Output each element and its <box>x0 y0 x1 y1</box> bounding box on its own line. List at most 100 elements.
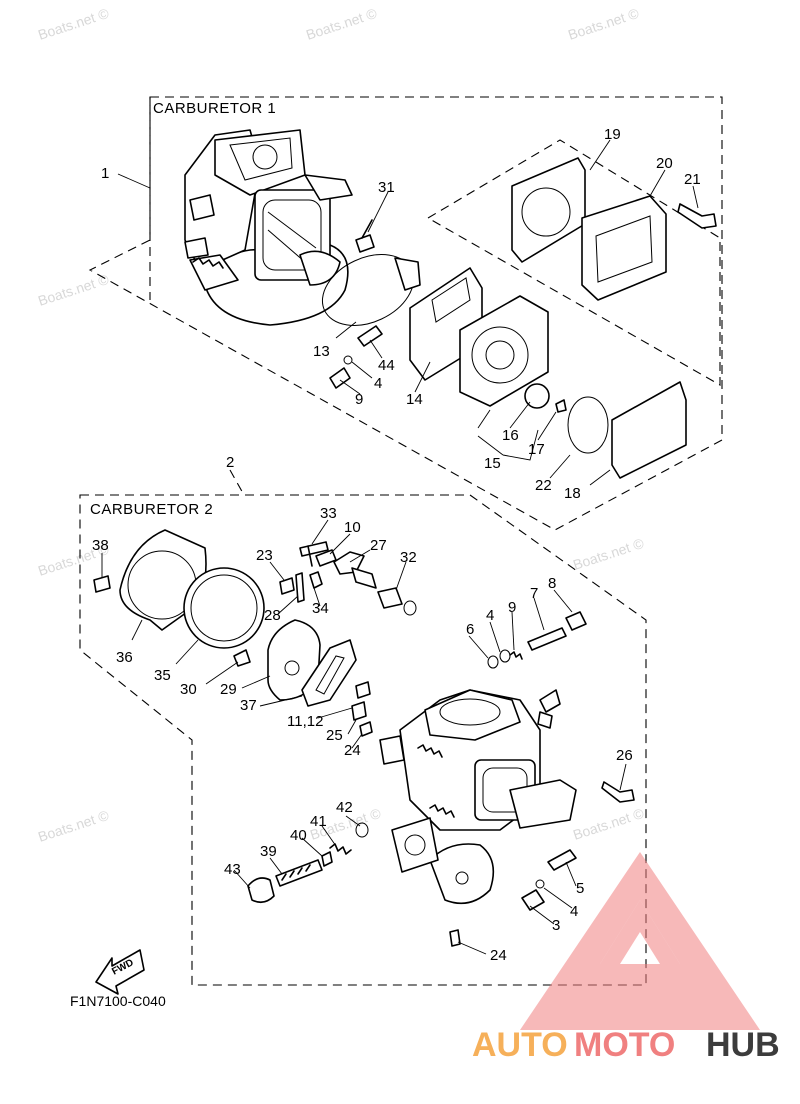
fwd-arrow-icon: FWD <box>95 949 145 995</box>
callout-4: 4 <box>486 607 494 624</box>
watermark: Boats.net © <box>36 271 111 309</box>
screw-31 <box>355 234 375 253</box>
valve-17 <box>555 399 567 413</box>
callout-39: 39 <box>260 843 277 860</box>
cover-plate-20 <box>581 195 667 301</box>
watermark: Boats.net © <box>36 5 111 43</box>
callout-36: 36 <box>116 649 133 666</box>
logo-text-auto: AUTO <box>472 1026 568 1064</box>
callout-38: 38 <box>92 537 109 554</box>
o-ring-6 <box>487 655 499 669</box>
watermark: Boats.net © <box>566 5 641 43</box>
pump-housing-15 <box>459 295 549 407</box>
watermark: Boats.net © <box>36 807 111 845</box>
callout-2: 2 <box>226 454 234 471</box>
automotohub-logo: AUTO MOTO HUB <box>472 852 780 1064</box>
pilot-screw-7 <box>527 627 567 651</box>
diaphragm-35 <box>183 567 265 649</box>
cap-8 <box>565 611 587 631</box>
callout-37: 37 <box>240 697 257 714</box>
callout-28: 28 <box>264 607 281 624</box>
callout-6: 6 <box>466 621 474 638</box>
gasket-37 <box>301 639 357 707</box>
clip-33 <box>299 541 329 557</box>
callout-15: 15 <box>484 455 501 472</box>
bolt-21 <box>677 203 717 229</box>
callout-24: 24 <box>344 742 361 759</box>
knob-43 <box>247 877 275 904</box>
o-ring-42 <box>355 822 369 838</box>
callout-34: 34 <box>312 600 329 617</box>
callout-10: 10 <box>344 519 361 536</box>
callout-19: 19 <box>604 126 621 143</box>
callout-32: 32 <box>400 549 417 566</box>
jet-44 <box>357 325 383 347</box>
callout-42: 42 <box>336 799 353 816</box>
needle-32 <box>351 567 377 589</box>
callout-21: 21 <box>684 171 701 188</box>
callout-9: 9 <box>355 391 363 408</box>
callout-18: 18 <box>564 485 581 502</box>
callout-1: 1 <box>101 165 109 182</box>
logo-text-hub: HUB <box>706 1026 780 1064</box>
callout-35: 35 <box>154 667 171 684</box>
callout-31: 31 <box>378 179 395 196</box>
logo-triangle-icon <box>520 852 760 1030</box>
logo-text-moto: MOTO <box>574 1026 675 1064</box>
gasket-plate-19 <box>511 157 586 263</box>
gasket-22 <box>567 396 609 454</box>
callout-8: 8 <box>548 575 556 592</box>
jet-24 <box>359 721 373 737</box>
callout-43: 43 <box>224 861 241 878</box>
carburetor-1-group: CARBURETOR 1 <box>88 96 723 531</box>
callout-11-12: 11,12 <box>287 713 323 730</box>
callout-29: 29 <box>220 681 237 698</box>
cover-18 <box>611 381 687 479</box>
carburetor-body-1 <box>184 129 353 326</box>
callout-16: 16 <box>502 427 519 444</box>
callout-17: 17 <box>528 441 545 458</box>
jet-5 <box>547 849 577 871</box>
plate-27 <box>333 551 365 575</box>
callout-5: 5 <box>576 880 584 897</box>
carburetor-2-group: CARBURETOR 2 <box>79 469 647 986</box>
jet-3 <box>521 889 545 911</box>
callout-7: 7 <box>530 585 538 602</box>
callout-24: 24 <box>490 947 507 964</box>
washer-40 <box>321 851 333 867</box>
callout-4: 4 <box>570 903 578 920</box>
callout-26: 26 <box>616 747 633 764</box>
callout-23: 23 <box>256 547 273 564</box>
callout-13: 13 <box>313 343 330 360</box>
callout-41: 41 <box>310 813 327 830</box>
callout-27: 27 <box>370 537 387 554</box>
screw-38 <box>93 575 111 593</box>
group-title: CARBURETOR 1 <box>153 100 276 117</box>
callout-3: 3 <box>552 917 560 934</box>
pin-23 <box>279 577 295 595</box>
carburetor-body-2 <box>379 689 577 905</box>
group-title: CARBURETOR 2 <box>90 501 213 518</box>
figure-code: F1N7100-C040 <box>70 993 166 1009</box>
callout-22: 22 <box>535 477 552 494</box>
callout-4: 4 <box>374 375 382 392</box>
callout-14: 14 <box>406 391 423 408</box>
diaphragm-16 <box>524 383 550 409</box>
watermark: Boats.net © <box>571 805 646 843</box>
watermark: Boats.net © <box>304 5 379 43</box>
callout-9: 9 <box>508 599 516 616</box>
callout-labels: 1 2 3 4 4 4 5 6 7 8 9 9 10 11,12 13 14 1… <box>92 126 701 964</box>
callout-33: 33 <box>320 505 337 522</box>
spring-41 <box>329 843 352 855</box>
watermark: Boats.net © <box>571 535 646 573</box>
bolt-26 <box>601 781 635 803</box>
spring-34 <box>309 571 323 589</box>
callout-30: 30 <box>180 681 197 698</box>
callout-20: 20 <box>656 155 673 172</box>
watermarks: Boats.net © Boats.net © Boats.net © Boat… <box>36 5 646 845</box>
jet-25 <box>351 701 367 721</box>
callout-44: 44 <box>378 357 395 374</box>
callout-25: 25 <box>326 727 343 744</box>
pin-28 <box>295 572 305 603</box>
